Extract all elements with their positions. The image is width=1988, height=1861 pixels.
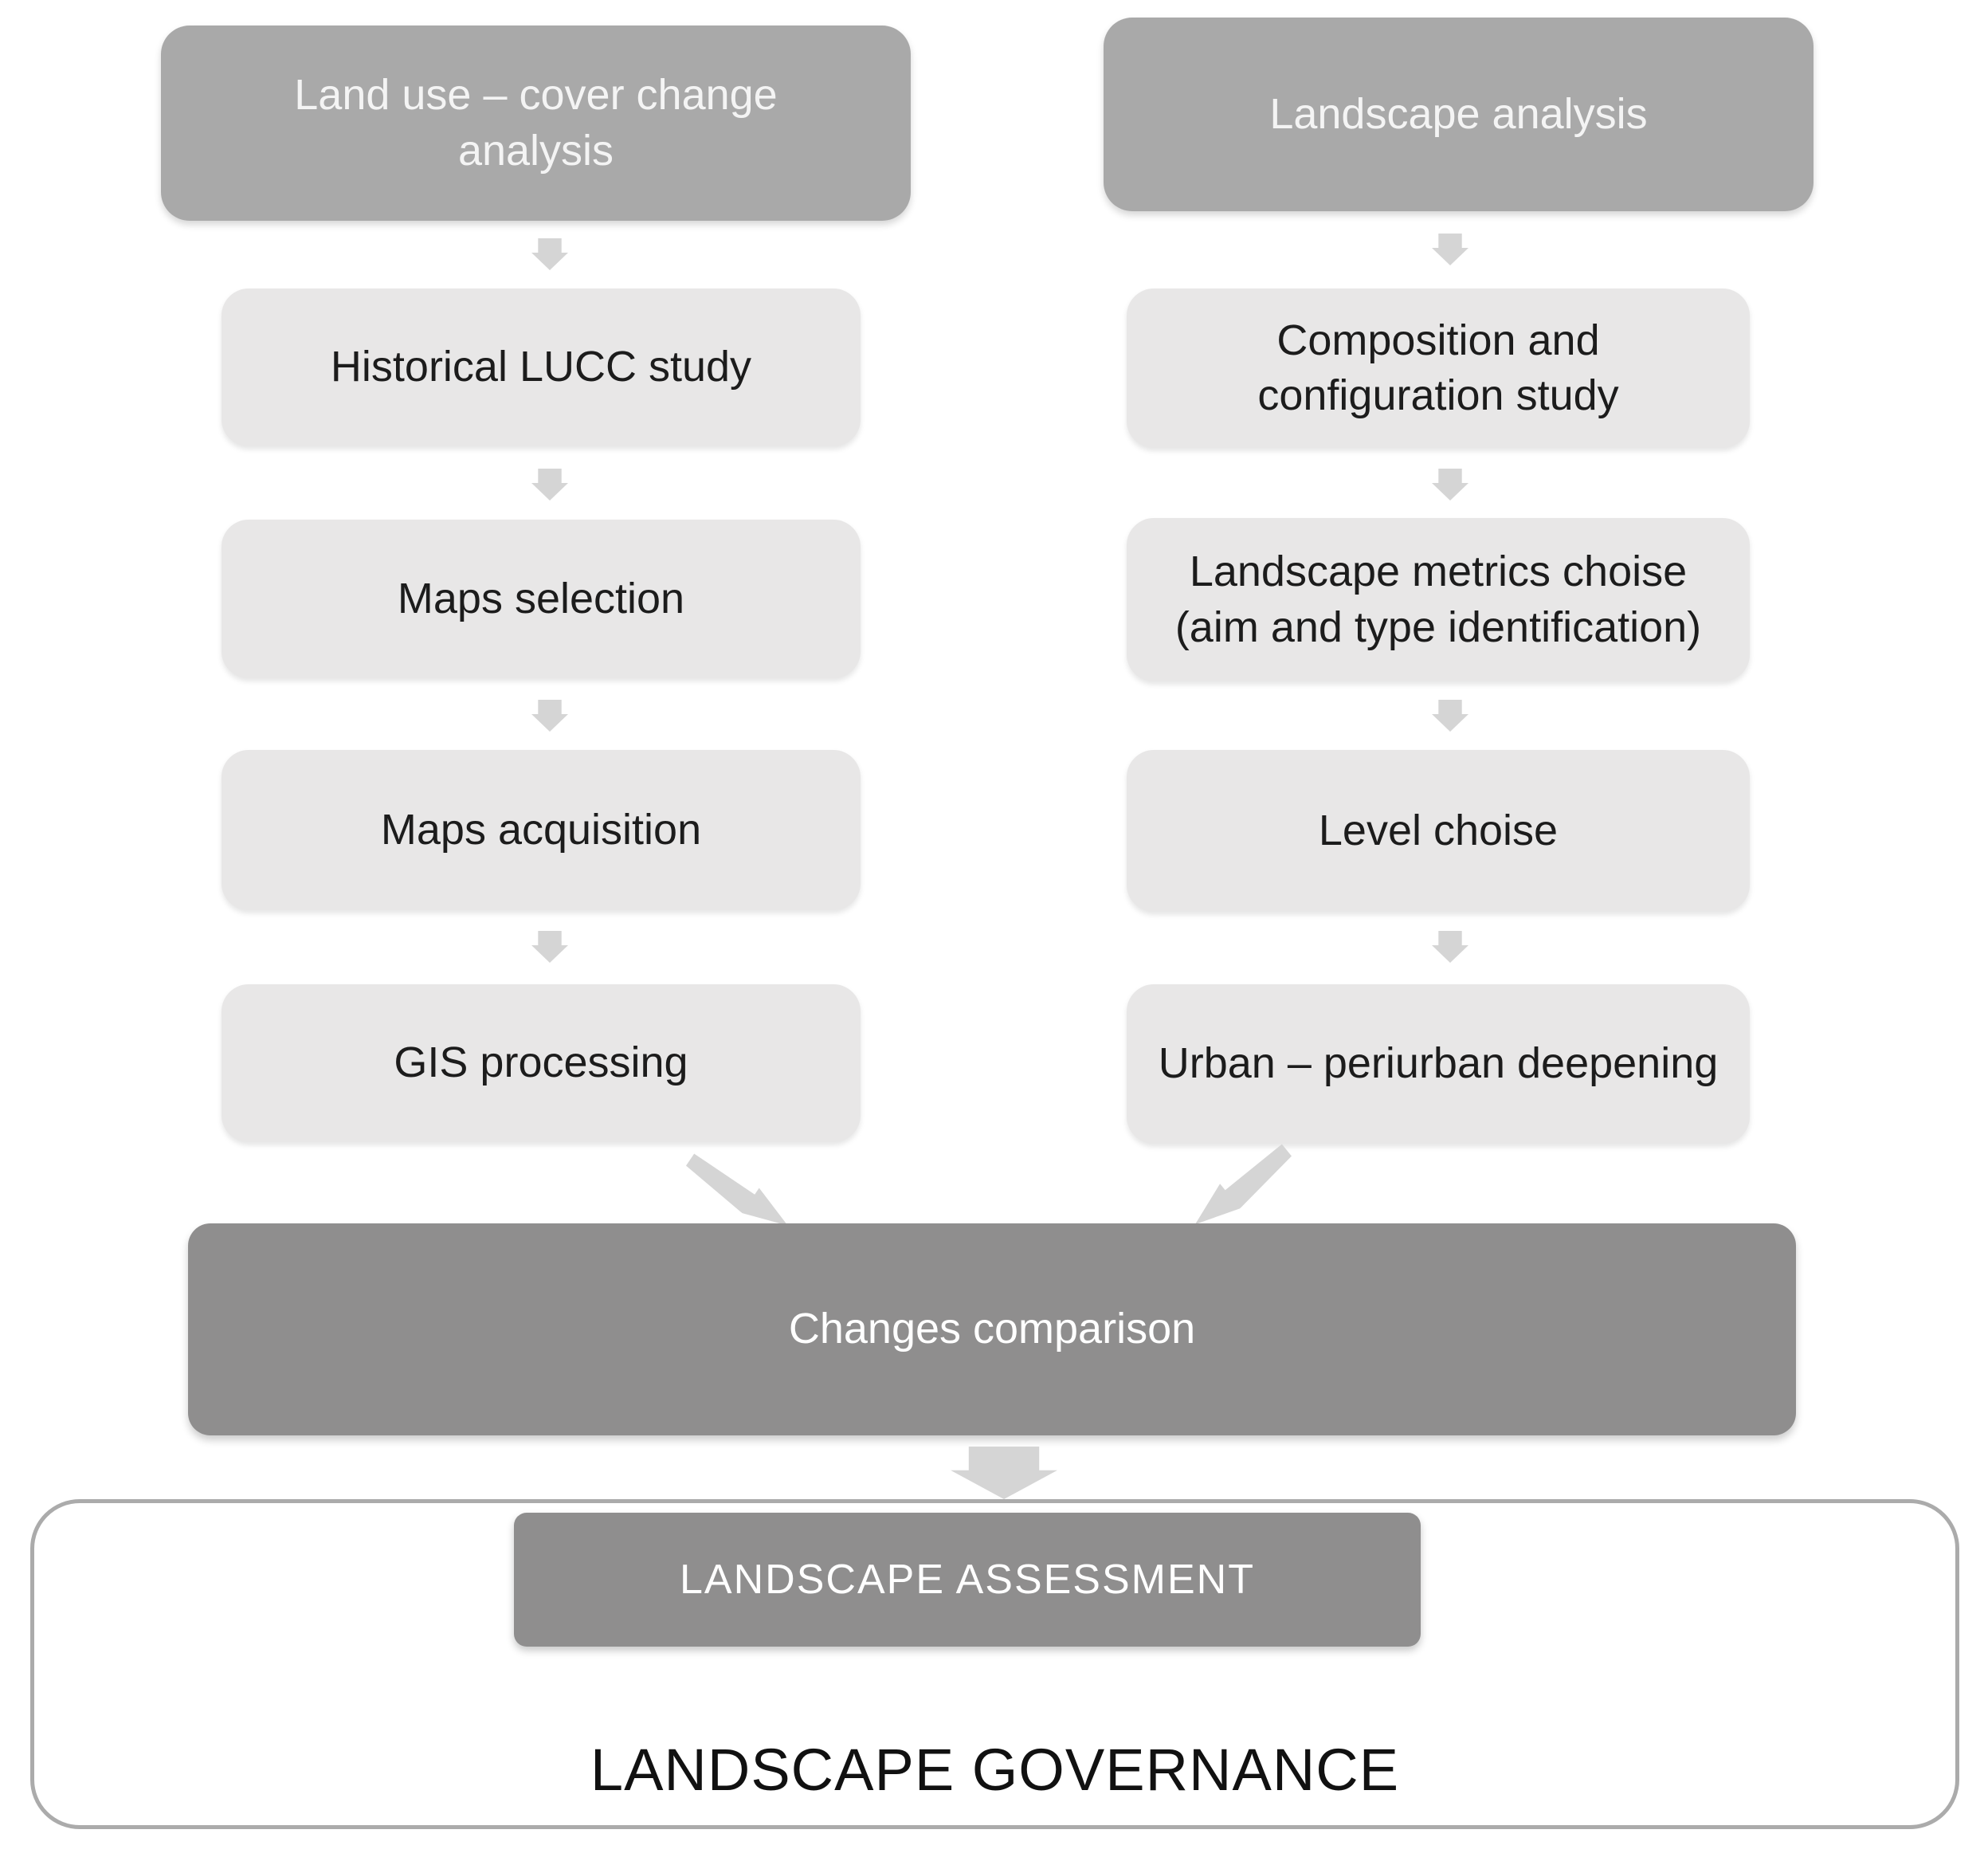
step-composition-configuration-study: Composition and configuration study — [1127, 289, 1750, 448]
step-landscape-metrics-choise: Landscape metrics choise (aim and type i… — [1127, 518, 1750, 681]
down-arrow-icon — [531, 700, 568, 732]
merge-box-changes-comparison: Changes comparison — [188, 1223, 1796, 1435]
diagonal-arrow-down-left-icon — [1185, 1137, 1296, 1236]
down-arrow-icon — [531, 238, 568, 270]
assessment-box-landscape-assessment: LANDSCAPE ASSESSMENT — [514, 1513, 1421, 1647]
governance-label: LANDSCAPE GOVERNANCE — [590, 1737, 1400, 1803]
down-arrow-icon — [1432, 469, 1468, 501]
header-land-use-cover-change-analysis: Land use – cover change analysis — [161, 26, 911, 221]
down-arrow-icon — [1432, 700, 1468, 732]
down-arrow-icon — [531, 469, 568, 501]
step-maps-selection: Maps selection — [222, 520, 861, 678]
down-arrow-icon — [1432, 931, 1468, 963]
big-down-arrow-icon — [951, 1447, 1057, 1499]
down-arrow-icon — [531, 931, 568, 963]
step-urban-periurban-deepening: Urban – periurban deepening — [1127, 984, 1750, 1144]
down-arrow-icon — [1432, 234, 1468, 265]
step-maps-acquisition: Maps acquisition — [222, 750, 861, 910]
step-level-choise: Level choise — [1127, 750, 1750, 912]
step-historical-lucc-study: Historical LUCC study — [222, 289, 861, 446]
step-gis-processing: GIS processing — [222, 984, 861, 1142]
header-landscape-analysis: Landscape analysis — [1104, 18, 1814, 211]
